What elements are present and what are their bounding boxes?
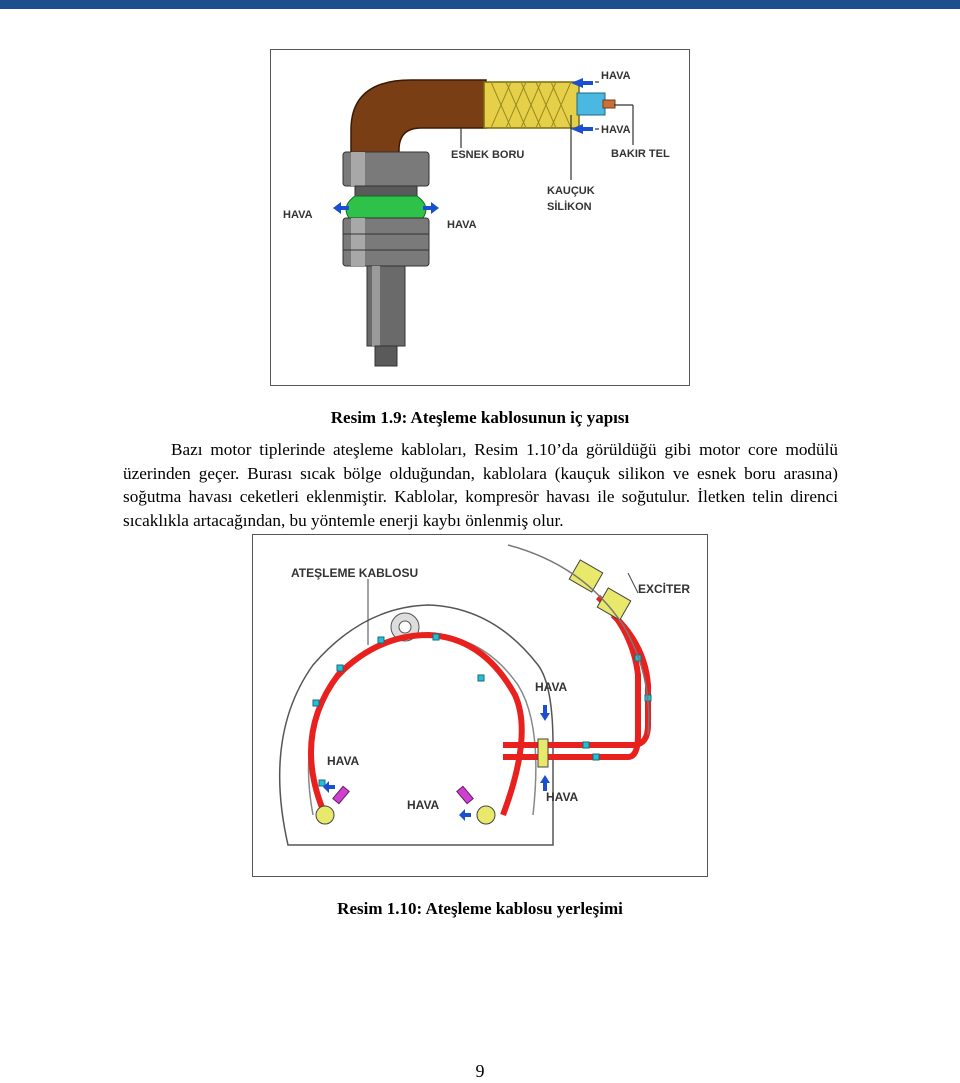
exciter-box-1: [568, 559, 604, 593]
label-hava-mid: HAVA: [601, 124, 631, 136]
air-nozzle-right: [456, 785, 474, 805]
exciter-box-2: [596, 587, 632, 621]
label-exciter: EXCİTER: [638, 581, 690, 596]
label-hava-left: HAVA: [283, 209, 313, 221]
figure2-caption: Resim 1.10: Ateşleme kablosu yerleşimi: [337, 899, 623, 918]
connector-collar: [354, 185, 418, 197]
body-paragraph: Bazı motor tiplerinde ateşleme kabloları…: [123, 440, 838, 530]
air-arrows-side: [333, 202, 439, 214]
exciter-housing: [507, 544, 650, 736]
air-arrows: [323, 705, 550, 821]
top-border-bar: [0, 0, 960, 9]
label-bakir-tel: BAKIR TEL: [611, 148, 670, 160]
figure-ignition-cable-layout: ATEŞLEME KABLOSU EXCİTER HAVA HAVA HAVA …: [252, 534, 708, 877]
igniter-right: [476, 805, 496, 825]
page-number: 9: [475, 1061, 485, 1081]
label-hava-bottom-right: HAVA: [546, 790, 579, 804]
engine-core-outline: [278, 604, 554, 846]
label-hava-bottom-mid: HAVA: [407, 798, 440, 812]
ignition-cable-loop: [308, 631, 525, 817]
label-hava-right: HAVA: [447, 219, 477, 231]
figure1-caption: Resim 1.9: Ateşleme kablosunun iç yapısı: [330, 408, 630, 427]
label-kaucuk: KAUÇUK: [547, 185, 595, 197]
label-atesleme-kablosu: ATEŞLEME KABLOSU: [291, 566, 418, 580]
label-esnek-boru: ESNEK BORU: [451, 149, 524, 161]
air-nozzle-left: [332, 785, 350, 805]
ignition-cable-diagram: HAVA HAVA ESNEK BORU BAKIR TEL KAUÇUK Sİ…: [283, 70, 670, 367]
air-arrows-top: [571, 78, 593, 134]
connector-tip: [374, 345, 398, 367]
label-hava-left: HAVA: [327, 754, 360, 768]
igniter-left: [315, 805, 335, 825]
ignition-cable-layout-diagram: ATEŞLEME KABLOSU EXCİTER HAVA HAVA HAVA …: [278, 544, 690, 846]
label-hava-top: HAVA: [601, 70, 631, 82]
label-hava-upper: HAVA: [535, 680, 568, 694]
figure-ignition-cable-structure: HAVA HAVA ESNEK BORU BAKIR TEL KAUÇUK Sİ…: [270, 49, 690, 386]
label-silikon: SİLİKON: [547, 200, 592, 213]
flexible-pipe-elbow: [350, 79, 487, 159]
silicone-seal: [345, 195, 427, 219]
rubber-silicone-layer: [576, 92, 606, 116]
copper-wire: [602, 99, 616, 109]
air-jacket-junction: [537, 738, 549, 768]
